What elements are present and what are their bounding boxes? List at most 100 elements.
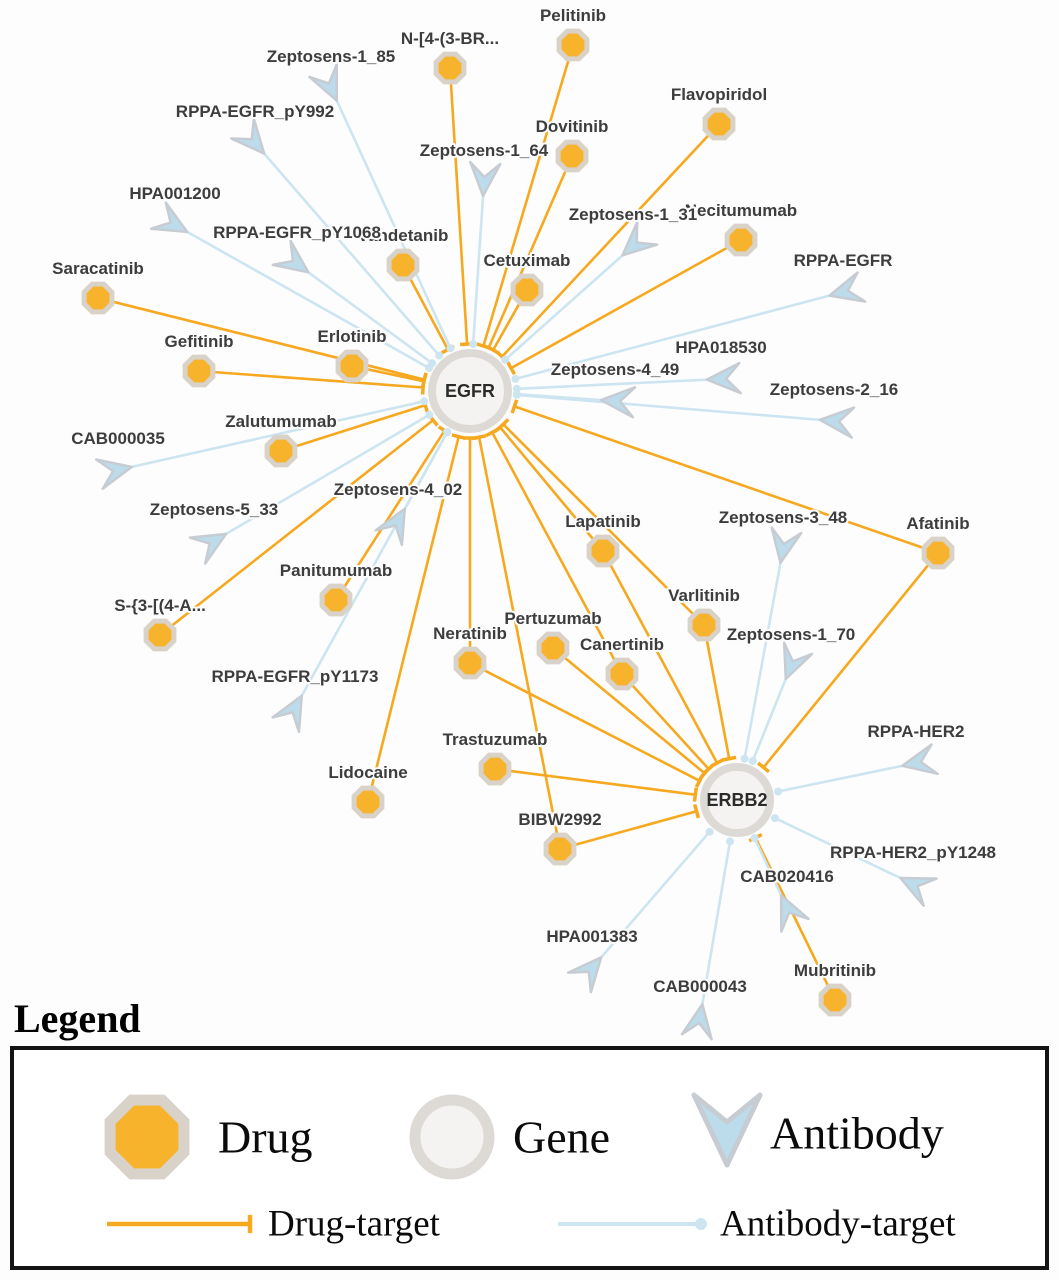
legend-gene-label: Gene — [513, 1112, 610, 1163]
drug-target-edge — [513, 405, 939, 555]
drug-label: Saracatinib — [52, 259, 144, 278]
drug-legend-icon — [104, 1094, 190, 1180]
antibody-edge-dot — [726, 837, 734, 846]
drug-node — [921, 536, 955, 570]
antibody-target-edge — [254, 142, 441, 357]
antibody-edge-dot — [511, 374, 520, 383]
antibody-edge-dot — [705, 827, 714, 836]
drug-node — [81, 281, 115, 315]
legend-drug-target-label: Drug-target — [268, 1204, 441, 1245]
drug-node — [386, 248, 420, 282]
antibody-label: CAB000035 — [71, 429, 165, 448]
legend-drug-label: Drug — [218, 1112, 313, 1163]
antibody-node — [308, 63, 339, 102]
drug-label: Pelitinib — [540, 6, 606, 25]
drug-label: Cetuximab — [484, 251, 571, 270]
drug-node — [586, 534, 620, 568]
drug-node — [319, 583, 353, 617]
drug-target-edge — [482, 44, 575, 347]
drug-node — [555, 139, 589, 173]
drug-target-edge — [754, 837, 837, 1001]
antibody-target-edge — [504, 245, 634, 361]
drug-node — [556, 28, 590, 62]
drug-target-edge — [334, 429, 446, 601]
antibody-node — [271, 239, 310, 274]
antibody-node — [599, 386, 637, 419]
antibody-label: RPPA-EGFR_pY1173 — [212, 667, 379, 686]
drug-label: Gefitinib — [165, 332, 234, 351]
antibody-legend-icon — [691, 1092, 763, 1168]
nodes-layer — [81, 28, 955, 1041]
drug-target-edge — [702, 624, 731, 759]
antibody-edge-dot — [443, 428, 452, 437]
drug-node — [605, 657, 639, 691]
antibody-node — [188, 532, 228, 565]
drug-target-edge — [621, 673, 710, 770]
gene-node-egfr — [428, 349, 512, 433]
drug-node — [453, 646, 487, 680]
drug-node — [143, 618, 177, 652]
antibody-node — [374, 507, 407, 547]
drug-target-edge — [366, 436, 460, 803]
antibody-node — [271, 694, 304, 734]
drug-edge-tee — [497, 418, 510, 431]
gene-legend-icon — [409, 1094, 495, 1180]
antibody-label: Zeptosens-1_70 — [727, 625, 856, 644]
drug-label: Necitumumab — [685, 201, 797, 220]
antibody-edge-dot — [435, 351, 444, 360]
drug-target-edge — [501, 123, 720, 358]
drug-label: Afatinib — [906, 514, 969, 533]
drug-target-edge — [762, 552, 940, 769]
drug-node — [264, 434, 298, 468]
antibody-node — [782, 641, 814, 681]
drug-target-edge — [198, 369, 424, 389]
antibody-node — [621, 220, 659, 257]
drug-label: Neratinib — [433, 624, 507, 643]
antibody-label: Zeptosens-4_02 — [334, 480, 463, 499]
antibody-edge-dot — [774, 787, 783, 796]
drug-target-edge — [494, 767, 696, 796]
drug-target-edge — [477, 436, 562, 850]
drug-label: Canertinib — [580, 635, 664, 654]
antibody-label: RPPA-EGFR_pY1068 — [213, 223, 381, 242]
antibody-node — [469, 160, 502, 198]
drug-edge-tee — [692, 787, 698, 802]
antibody-node — [94, 458, 133, 491]
antibody-target-edge — [329, 87, 452, 349]
drug-target-edge — [510, 238, 742, 370]
drug-target-edge — [499, 426, 604, 552]
antibody-target-edge — [293, 431, 449, 709]
drug-label: Zalutumumab — [225, 412, 336, 431]
antibody-label: Zeptosens-1_85 — [267, 47, 396, 66]
drug-label: N-[4-(3-BR... — [401, 29, 499, 48]
edges-layer — [97, 44, 940, 1019]
drug-node — [543, 832, 577, 866]
drug-target-edge — [448, 67, 469, 345]
drug-node — [182, 354, 216, 388]
antibody-target-edge — [516, 393, 835, 423]
drug-node — [351, 785, 385, 819]
drug-target-edge — [97, 296, 425, 381]
antibody-target-edge — [296, 262, 433, 365]
drug-label: Lidocaine — [328, 763, 407, 782]
antibody-label: RPPA-HER2 — [868, 722, 965, 741]
antibody-target-edge — [751, 665, 793, 762]
drug-target-edge — [559, 809, 697, 851]
drug-target-edge — [159, 419, 434, 637]
drug-label: BIBW2992 — [518, 810, 601, 829]
antibody-edge-dot — [425, 410, 434, 419]
drug-edge-tee — [420, 374, 428, 389]
gene-label: EGFR — [445, 381, 495, 401]
antibody-edge-dot — [512, 390, 521, 399]
drug-label: Vandetanib — [358, 226, 449, 245]
drug-label: Varlitinib — [668, 586, 740, 605]
antibody-node — [566, 956, 603, 994]
antibody-edge-dot — [748, 757, 757, 765]
drug-edge-tee — [702, 763, 716, 775]
antibody-label: Zeptosens-5_33 — [150, 500, 279, 519]
drug-node — [724, 223, 758, 257]
drug-target-edge — [469, 661, 701, 782]
drug-target-edge — [487, 155, 574, 349]
drug-label: Mubritinib — [794, 961, 876, 980]
